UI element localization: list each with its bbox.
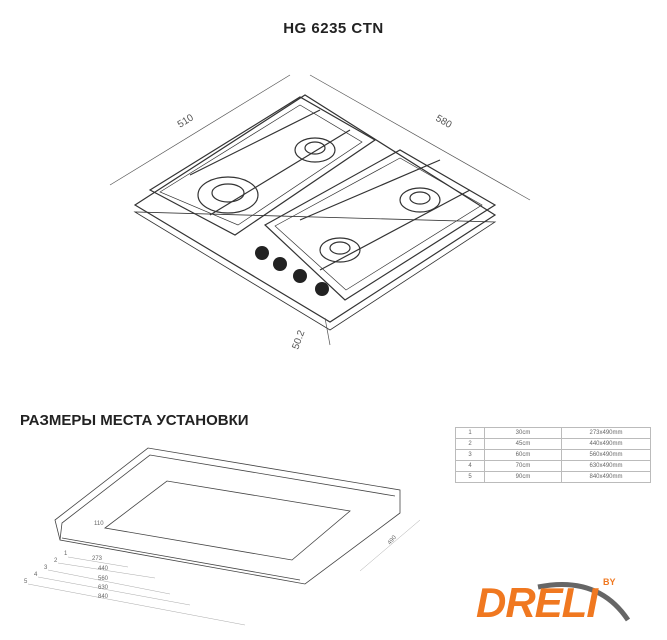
page-title: HG 6235 CTN [283,20,384,37]
dim-width: 510 [176,112,196,130]
cutout-widths: 1 273 2 440 3 560 4 630 5 840 [24,551,109,600]
label: 840x490mm [561,471,651,483]
burner-large [197,176,259,214]
label: 60cm [484,449,562,461]
label: DRELI [476,579,598,626]
label: 560x490mm [561,449,651,461]
grate-right [263,149,497,301]
label: 273x490mm [561,427,651,439]
label: 840 [98,594,109,600]
dim-depth: 580 [434,113,454,131]
burner-front-right [319,237,361,263]
label: 2 [54,558,58,564]
dim-cutout-depth: 490 [387,534,398,546]
label: 630 [98,585,109,591]
label: 5 [455,471,485,483]
grate-left [148,96,377,236]
label: BY [603,577,616,587]
label: 3 [44,565,48,571]
label: 273 [92,556,103,562]
burner-rear-right [399,187,441,213]
dreli-logo: DRELI BY [468,575,658,630]
dim-height: 50.2 [290,329,307,351]
label: 560 [98,576,109,582]
control-knobs [255,246,329,296]
hob-body [133,94,497,323]
label: 70cm [484,460,562,472]
burner-rear-left [294,137,336,163]
label: 440x490mm [561,438,651,450]
label: 2 [455,438,485,450]
label: 45cm [484,438,562,450]
label: 3 [455,449,485,461]
label: 4 [34,572,38,578]
dim-offset: 110 [94,521,104,527]
label: 630x490mm [561,460,651,472]
label: 1 [455,427,485,439]
label: 1 [64,551,68,557]
section-title: РАЗМЕРЫ МЕСТА УСТАНОВКИ [20,412,249,429]
label: 5 [24,579,28,585]
label: 4 [455,460,485,472]
cutout-drawing [54,447,401,585]
dimension-lines [109,74,531,346]
label: 90cm [484,471,562,483]
label: 440 [98,566,109,572]
label: 30cm [484,427,562,439]
